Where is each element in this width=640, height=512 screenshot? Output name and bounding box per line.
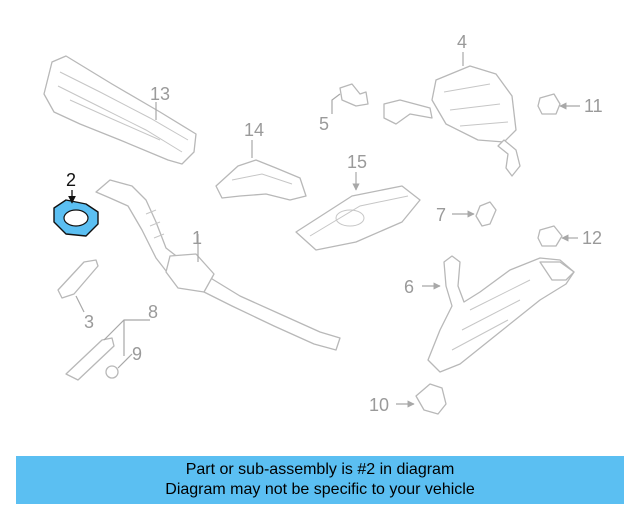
callout-15: 15	[347, 152, 367, 172]
part-7-hanger	[475, 201, 497, 227]
callout-2: 2	[66, 170, 76, 190]
callout-4: 4	[457, 32, 467, 52]
callout-13: 13	[150, 84, 170, 104]
part-15-shield-plate	[295, 185, 421, 251]
banner-line-1: Part or sub-assembly is #2 in diagram	[185, 461, 455, 478]
part-2-gasket[interactable]	[53, 199, 99, 237]
leader-3	[75, 295, 85, 313]
part-13-heat-shield	[43, 55, 197, 165]
callout-1: 1	[192, 228, 202, 248]
part-3-bracket	[57, 259, 99, 299]
part-1-front-pipe	[95, 179, 341, 351]
part-12-mount	[537, 225, 563, 247]
info-banner: Part or sub-assembly is #2 in diagram Di…	[16, 456, 624, 504]
banner-line-2: Diagram may not be specific to your vehi…	[165, 481, 475, 498]
callout-6: 6	[404, 277, 414, 297]
callout-9: 9	[132, 344, 142, 364]
leader-9	[117, 353, 133, 369]
callout-11: 11	[584, 96, 603, 116]
callout-5: 5	[319, 114, 329, 134]
callout-12: 12	[582, 228, 602, 248]
part-8-brace	[65, 337, 115, 381]
part-9-bolt	[105, 365, 119, 379]
callout-3: 3	[84, 312, 94, 332]
part-14-shield-bracket	[215, 159, 307, 201]
callout-7: 7	[436, 205, 446, 225]
callout-8: 8	[148, 302, 158, 322]
leader-5	[331, 93, 341, 114]
exhaust-system-diagram: 13 14 4 5 11 15 7 12	[43, 32, 603, 415]
part-11-mount	[537, 93, 561, 115]
callout-10: 10	[369, 395, 389, 415]
part-5-clamp	[339, 83, 369, 107]
part-10-bracket	[415, 383, 447, 415]
leader-8	[103, 319, 150, 356]
part-6-center-muffler	[427, 255, 575, 373]
callout-14: 14	[244, 120, 264, 140]
part-4-rear-muffler	[383, 65, 521, 177]
